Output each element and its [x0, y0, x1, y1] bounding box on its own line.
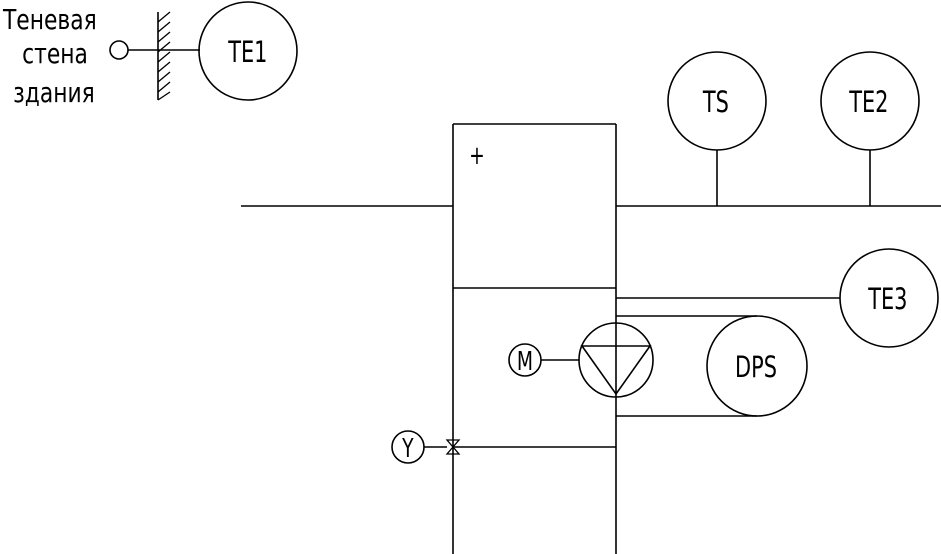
te3-sensor-circle [839, 248, 939, 348]
te3-sensor: TE3 [616, 248, 939, 348]
wall-label-line-1: Теневая [2, 3, 97, 35]
valve-icon [445, 439, 461, 455]
wall-label: Теневая стена здания [2, 3, 97, 108]
wall-hatching [157, 11, 171, 101]
te2-sensor-circle [820, 51, 920, 151]
actuator-label: Y [401, 434, 413, 464]
ts-sensor-circle [667, 51, 767, 151]
wall-label-line-3: здания [13, 76, 95, 108]
motor-label: M [517, 347, 533, 377]
motor-circle [508, 343, 542, 377]
supply-fan: M [508, 322, 654, 398]
heater-plus-symbol: + [469, 141, 485, 171]
outdoor-sensor: TE1 [109, 1, 298, 101]
control-valve: Y [391, 430, 461, 464]
te1-sensor-label: TE1 [227, 36, 267, 69]
te1-sensor-circle [198, 1, 298, 101]
dps-sensor-circle [706, 315, 808, 417]
dps-sensor: DPS [616, 315, 808, 417]
te3-sensor-label: TE3 [867, 283, 907, 316]
te2-sensor: TE2 [820, 51, 920, 206]
actuator-circle [391, 430, 425, 464]
air-handling-unit: + [452, 123, 617, 554]
te2-sensor-label: TE2 [848, 86, 888, 119]
ts-sensor: TS [667, 51, 767, 206]
fan-triangle-icon [580, 345, 652, 396]
ts-sensor-label: TS [702, 86, 729, 119]
dps-sensor-label: DPS [735, 351, 777, 384]
wall-label-line-2: стена [22, 37, 88, 69]
outdoor-sensor-bulb [109, 40, 129, 60]
